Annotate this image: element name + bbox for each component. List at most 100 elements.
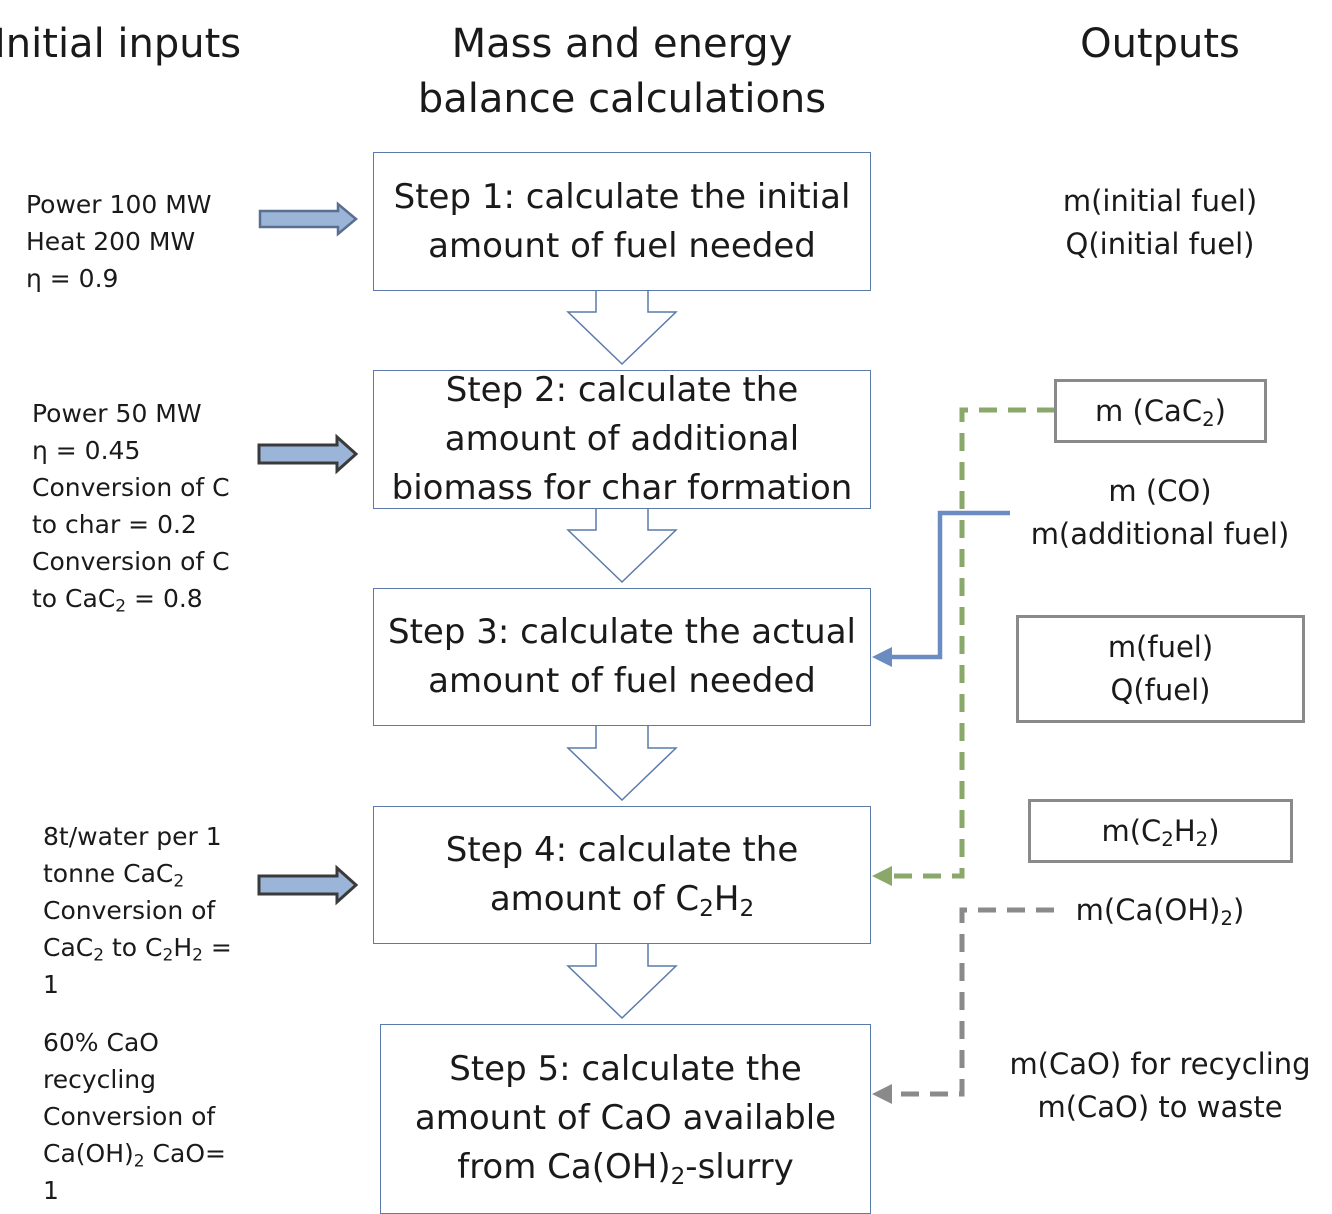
inputs-step5-l4-sub: 2 xyxy=(133,1151,145,1172)
input-arrow-step4 xyxy=(257,864,359,906)
step-4-sub-a: 2 xyxy=(699,895,714,922)
inputs-step4-l4-mid2: H xyxy=(173,933,193,962)
arrowhead-step4 xyxy=(872,866,892,886)
step-4-line2-text: amount of C xyxy=(489,879,700,919)
arrowhead-step5 xyxy=(872,1084,892,1104)
inputs-step2: Power 50 MW η = 0.45 Conversion of C to … xyxy=(32,395,230,617)
inputs-step1-l3: η = 0.9 xyxy=(26,264,119,293)
output-c2h2-text: m(C xyxy=(1101,813,1162,848)
inputs-step5-l2: recycling xyxy=(43,1065,157,1094)
inputs-step4-l4: CaC2 to C2H2 = xyxy=(43,929,232,966)
output-c2h2-box: m(C2H2) xyxy=(1028,799,1293,863)
output-fuel-q: Q(fuel) xyxy=(1110,673,1211,707)
step-5-line1: Step 5: calculate the xyxy=(449,1049,802,1089)
output-additional-fuel: m(additional fuel) xyxy=(1030,517,1290,551)
down-arrow-4-5 xyxy=(566,944,678,1020)
output-fuel-m: m(fuel) xyxy=(1107,630,1214,664)
step-4-line2-mid: H xyxy=(713,879,740,919)
output-caoh2-sub: 2 xyxy=(1220,906,1234,930)
inputs-step4-l2: tonne CaC2 xyxy=(43,855,232,892)
inputs-step2-l1: Power 50 MW xyxy=(32,399,202,428)
output-c2h2-post: ) xyxy=(1208,813,1220,848)
output-c2h2-mid: H xyxy=(1173,813,1196,848)
inputs-step4-l1: 8t/water per 1 xyxy=(43,822,222,851)
header-initial-inputs: Initial inputs xyxy=(0,17,242,72)
inputs-step5-l4-post: CaO= xyxy=(144,1139,226,1168)
inputs-step4-l4-sub1: 2 xyxy=(93,945,105,966)
feedback-line-caoh2 xyxy=(890,907,1054,1097)
output-initial-fuel-q: Q(initial fuel) xyxy=(1065,227,1255,261)
inputs-step5-l4-text: Ca(OH) xyxy=(43,1139,134,1168)
inputs-step2-l5: Conversion of C xyxy=(32,547,230,576)
output-co: m (CO) xyxy=(1108,474,1212,508)
inputs-step4-l4-sub3: 2 xyxy=(192,945,203,966)
inputs-step5-l5: 1 xyxy=(43,1176,59,1205)
step-2-box: Step 2: calculate the amount of addition… xyxy=(373,370,871,509)
header-calc-line2: balance calculations xyxy=(417,76,827,122)
inputs-step5: 60% CaO recycling Conversion of Ca(OH)2 … xyxy=(43,1024,226,1209)
output-caoh2-pre: m(Ca(OH) xyxy=(1075,893,1221,927)
output-co-additional: m (CO) m(additional fuel) xyxy=(1020,470,1300,556)
inputs-step1: Power 100 MW Heat 200 MW η = 0.9 xyxy=(26,186,212,297)
inputs-step4-l4-text: CaC xyxy=(43,933,94,962)
output-caoh2-text: m(Ca(OH)2) xyxy=(1060,889,1260,932)
header-outputs-text: Outputs xyxy=(1080,21,1240,67)
step-4-box: Step 4: calculate the amount of C2H2 xyxy=(373,806,871,944)
inputs-step1-l2: Heat 200 MW xyxy=(26,227,196,256)
inputs-step2-l2: η = 0.45 xyxy=(32,436,141,465)
inputs-step4-l2-sub: 2 xyxy=(173,871,185,892)
feedback-line-additional-fuel xyxy=(888,510,1010,660)
input-arrow-step2 xyxy=(257,433,359,475)
output-cao: m(CaO) for recycling m(CaO) to waste xyxy=(1005,1043,1315,1129)
inputs-step2-l4: to char = 0.2 xyxy=(32,510,197,539)
header-outputs: Outputs xyxy=(1050,17,1270,72)
inputs-step5-l4: Ca(OH)2 CaO= xyxy=(43,1135,226,1172)
step-5-sub: 2 xyxy=(670,1163,686,1190)
input-arrow-step1 xyxy=(258,201,358,237)
feedback-line-cac2 xyxy=(890,407,1055,879)
step-4-line1: Step 4: calculate the xyxy=(445,830,799,870)
output-c2h2-sub1: 2 xyxy=(1161,827,1174,851)
inputs-step4-l3: Conversion of xyxy=(43,896,216,925)
output-caoh2: m(Ca(OH)2) xyxy=(1060,889,1260,932)
inputs-step2-l6-sub: 2 xyxy=(115,596,127,617)
inputs-step4-l4-mid: to C xyxy=(104,933,163,962)
arrowhead-step3 xyxy=(872,647,892,667)
inputs-step2-l6: to CaC2 = 0.8 xyxy=(32,580,230,617)
output-initial-fuel: m(initial fuel) Q(initial fuel) xyxy=(1040,180,1280,266)
step-5-line2: amount of CaO available xyxy=(414,1098,837,1138)
header-mass-energy: Mass and energy balance calculations xyxy=(372,17,872,127)
output-cac2-sub: 2 xyxy=(1202,407,1215,431)
inputs-step1-l1: Power 100 MW xyxy=(26,190,212,219)
inputs-step2-l3: Conversion of C xyxy=(32,473,230,502)
step-1-line1: Step 1: calculate the initial xyxy=(393,176,851,217)
step-2-line1: Step 2: calculate the xyxy=(445,370,799,410)
step-2-line2: amount of additional xyxy=(444,419,800,459)
step-5-line3-post: -slurry xyxy=(685,1147,794,1187)
step-4-sub-b: 2 xyxy=(739,895,755,922)
output-cac2-text: m (CaC xyxy=(1095,393,1203,428)
inputs-step4: 8t/water per 1 tonne CaC2 Conversion of … xyxy=(43,818,232,1003)
step-3-box: Step 3: calculate the actual amount of f… xyxy=(373,588,871,726)
step-1-box: Step 1: calculate the initial amount of … xyxy=(373,152,871,291)
step-3-line1: Step 3: calculate the actual xyxy=(388,612,856,652)
step-2-line3: biomass for char formation xyxy=(391,468,853,508)
header-inputs-text: Initial inputs xyxy=(0,21,242,67)
output-cao-recycling: m(CaO) for recycling xyxy=(1009,1047,1311,1081)
step-5-box: Step 5: calculate the amount of CaO avai… xyxy=(380,1024,871,1214)
step-5-line3-text: from Ca(OH) xyxy=(457,1147,671,1187)
output-cac2-post: ) xyxy=(1214,393,1226,428)
inputs-step4-l4-post: = xyxy=(202,933,232,962)
output-c2h2: m(C2H2) xyxy=(1101,810,1219,853)
inputs-step5-l1: 60% CaO xyxy=(43,1028,159,1057)
inputs-step5-l3: Conversion of xyxy=(43,1102,216,1131)
step-3-line2: amount of fuel needed xyxy=(428,661,816,701)
inputs-step4-l2-text: tonne CaC xyxy=(43,859,174,888)
inputs-step4-l4-sub2: 2 xyxy=(162,945,174,966)
down-arrow-1-2 xyxy=(566,291,678,366)
inputs-step2-l6-post: = 0.8 xyxy=(126,584,203,613)
output-cao-waste: m(CaO) to waste xyxy=(1037,1090,1283,1124)
step-4-line2: amount of C2H2 xyxy=(490,875,754,924)
step-5-line3: from Ca(OH)2-slurry xyxy=(457,1143,794,1192)
